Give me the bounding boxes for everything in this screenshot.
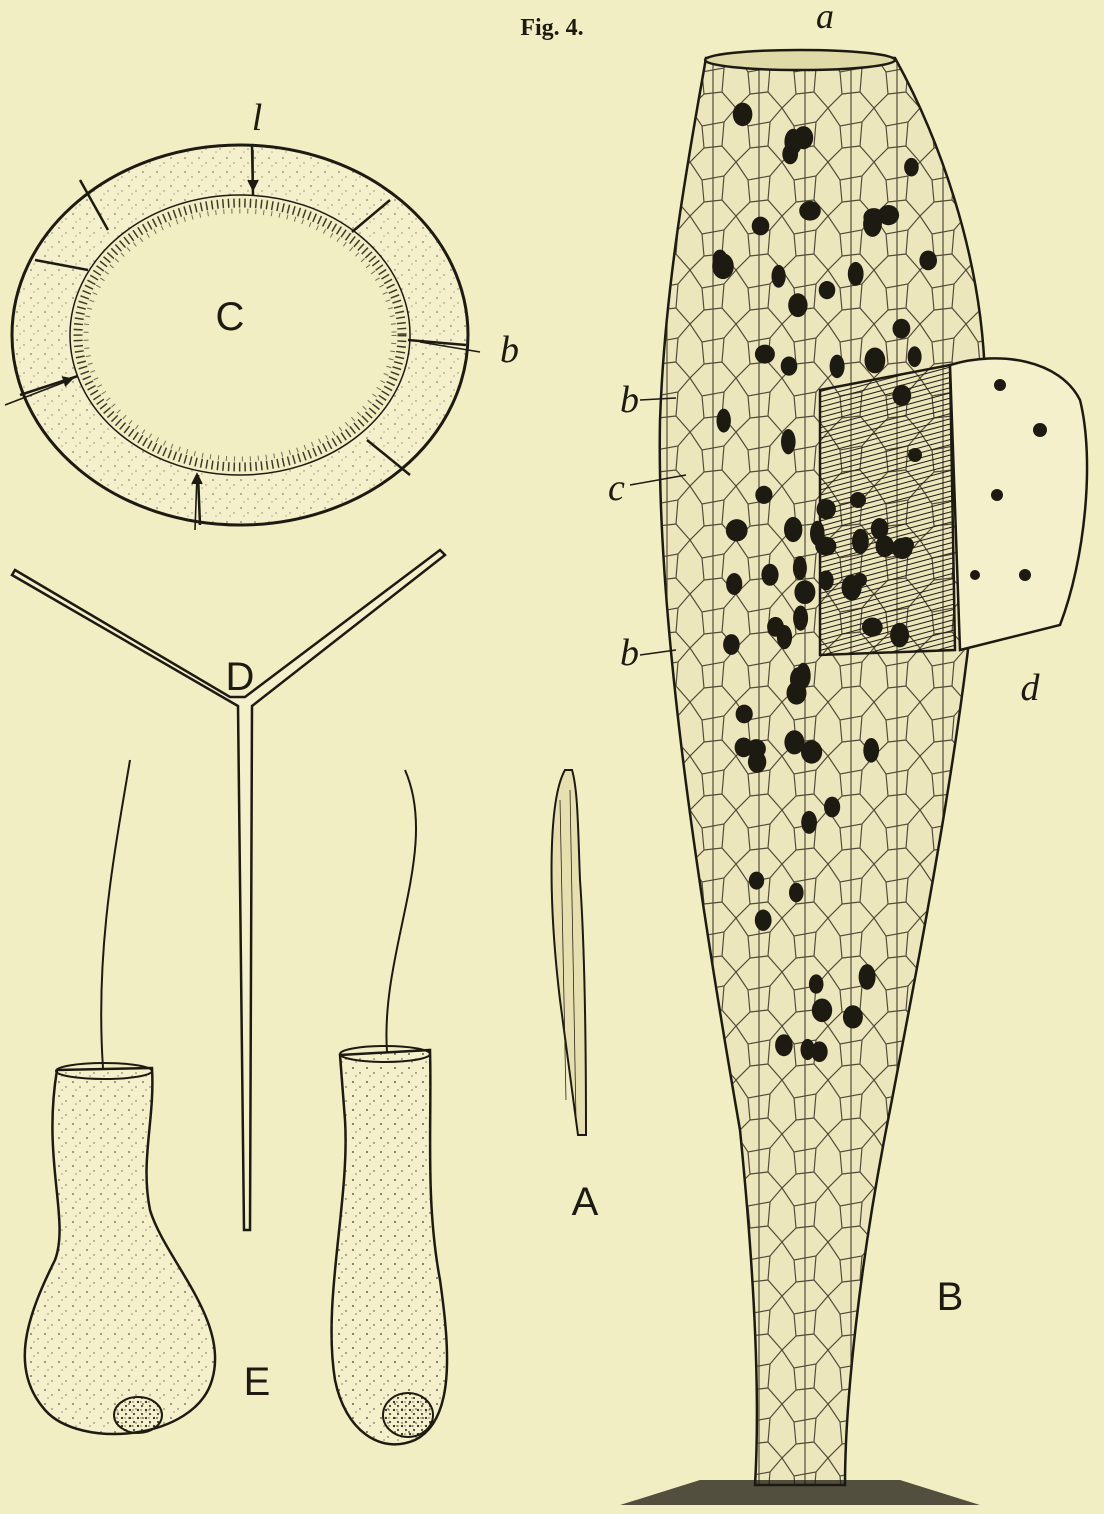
pore-icon: [812, 999, 832, 1023]
pore-icon: [793, 556, 807, 580]
pore-icon: [752, 217, 770, 236]
pore-icon: [865, 348, 886, 374]
pore-icon: [904, 158, 919, 177]
pore-icon: [784, 129, 802, 155]
pore-icon: [799, 201, 821, 221]
pore-icon: [736, 705, 753, 724]
pore-icon: [761, 564, 778, 586]
pore-icon: [824, 797, 840, 818]
panel-e-collar-cells: E: [25, 760, 447, 1444]
pore-icon: [863, 738, 879, 763]
pore-icon: [755, 910, 772, 931]
panel-a-sponge-small: A: [552, 770, 599, 1224]
pore-icon: [859, 964, 876, 990]
pore-icon: [781, 357, 798, 376]
pore-icon: [713, 250, 728, 268]
panel-b-label: B: [937, 1275, 964, 1319]
panel-b-sponge: a b c b d B: [608, 0, 1087, 1505]
pore-icon: [848, 262, 864, 286]
pore-icon: [781, 429, 796, 454]
pore-icon: [717, 409, 731, 433]
panel-b-letter-d: d: [1021, 667, 1041, 709]
panel-b-letter-b-upper: b: [620, 379, 639, 421]
pore-icon: [784, 730, 804, 754]
pore-icon: [811, 1041, 828, 1062]
pore-icon: [726, 519, 748, 541]
panel-b-letter-c: c: [608, 467, 625, 509]
panel-c-label: C: [216, 295, 245, 339]
pore-icon: [772, 265, 786, 288]
pore-icon: [794, 580, 815, 604]
pore-icon: [788, 293, 807, 317]
pore-icon: [793, 606, 808, 631]
pore-icon: [893, 319, 911, 339]
panel-c-letter-b: b: [500, 329, 519, 371]
pore-icon: [749, 872, 764, 890]
pore-icon: [801, 811, 817, 834]
panel-d-label: D: [226, 655, 255, 699]
pore-icon: [723, 634, 740, 655]
pore-icon: [819, 281, 836, 299]
panel-e-label: E: [244, 1360, 271, 1404]
pore-icon: [843, 1005, 863, 1028]
pore-icon: [809, 974, 824, 993]
pore-icon: [908, 346, 922, 367]
pore-icon: [784, 517, 802, 542]
pore-icon: [789, 883, 804, 903]
panel-c-letter-l: l: [252, 97, 263, 139]
pore-icon: [919, 251, 937, 271]
pore-icon: [726, 573, 742, 595]
pore-icon: [796, 663, 811, 689]
panel-c-cross-section: C l b: [5, 97, 519, 530]
panel-b-letter-b-lower: b: [620, 632, 639, 674]
plate-title: Fig. 4.: [520, 15, 583, 41]
pore-icon: [733, 103, 753, 127]
panel-b-letter-a: a: [816, 0, 834, 36]
pore-icon: [755, 345, 775, 364]
panel-a-label: A: [572, 1180, 599, 1224]
pore-icon: [775, 1034, 793, 1056]
pore-icon: [747, 739, 766, 758]
pore-icon: [767, 617, 784, 637]
pore-icon: [830, 355, 845, 379]
pore-icon: [755, 486, 772, 504]
pore-icon: [863, 211, 882, 237]
